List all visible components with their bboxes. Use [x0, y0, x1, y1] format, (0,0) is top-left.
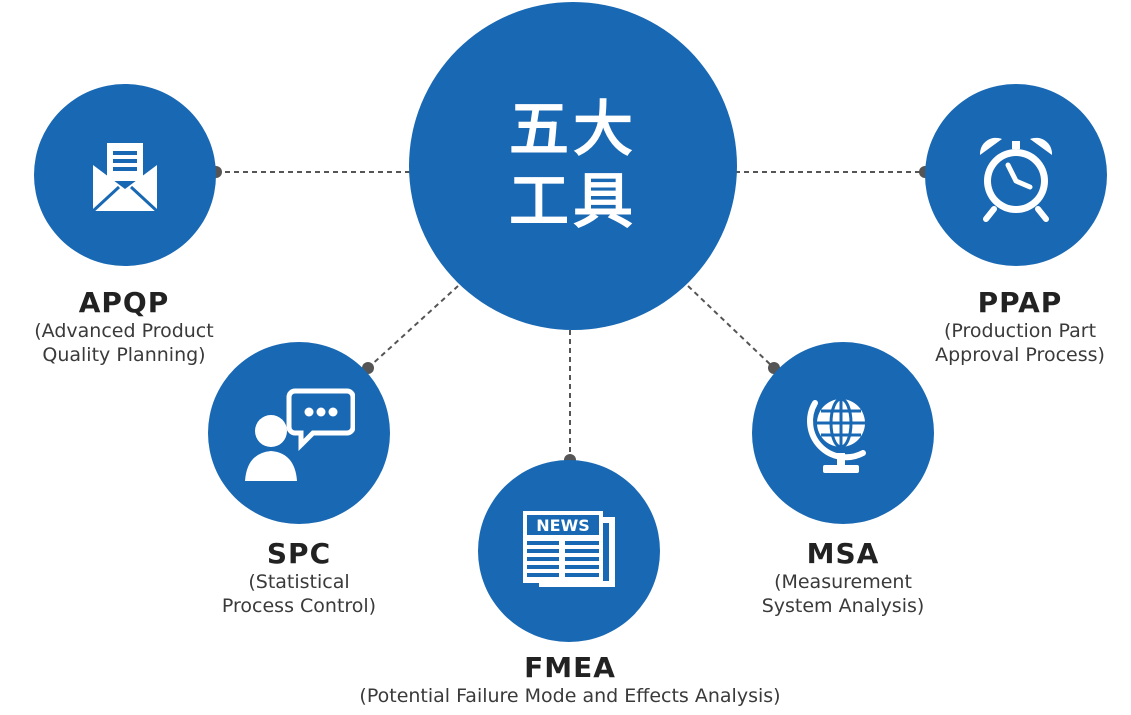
msa-abbr: MSA: [806, 537, 880, 570]
fmea-circle: NEWS: [478, 460, 660, 642]
connector-msa: [687, 285, 775, 369]
ppap-circle: [925, 84, 1107, 266]
spc-circle: [208, 342, 390, 524]
msa-fullname-line1: (Measurement: [774, 571, 912, 593]
fmea-abbr: FMEA: [524, 651, 616, 684]
person-chat-icon: [245, 388, 355, 481]
apqp-label: APQP (Advanced Product Quality Planning): [0, 287, 248, 367]
msa-circle: [752, 342, 934, 524]
apqp-fullname-line2: Quality Planning): [42, 344, 206, 366]
ppap-abbr: PPAP: [977, 286, 1063, 319]
spc-label: SPC (Statistical Process Control): [184, 538, 414, 618]
msa-fullname-line2: System Analysis): [761, 595, 925, 617]
newspaper-icon: NEWS: [523, 511, 615, 587]
ppap-fullname-line2: Approval Process): [935, 344, 1105, 366]
apqp-fullname-line1: (Advanced Product: [34, 320, 214, 342]
globe-icon: [807, 397, 866, 473]
apqp-abbr: APQP: [78, 286, 170, 319]
fmea-label: FMEA (Potential Failure Mode and Effects…: [270, 652, 870, 708]
envelope-icon: [91, 143, 159, 213]
spc-fullname-line2: Process Control): [221, 595, 377, 617]
fmea-fullname: (Potential Failure Mode and Effects Anal…: [359, 685, 781, 707]
center-hub: 五大 工具: [409, 2, 737, 330]
apqp-circle: [34, 84, 216, 266]
ppap-label: PPAP (Production Part Approval Process): [912, 287, 1128, 367]
center-title-line2: 工具: [509, 167, 637, 237]
center-title-line1: 五大: [509, 95, 637, 165]
connector-spc: [367, 285, 459, 369]
spc-abbr: SPC: [266, 537, 332, 570]
alarm-clock-icon: [979, 137, 1053, 222]
ppap-fullname-line1: (Production Part: [943, 320, 1097, 342]
msa-label: MSA (Measurement System Analysis): [728, 538, 958, 618]
newspaper-icon-text: NEWS: [536, 516, 590, 535]
spc-fullname-line1: (Statistical: [248, 571, 350, 593]
